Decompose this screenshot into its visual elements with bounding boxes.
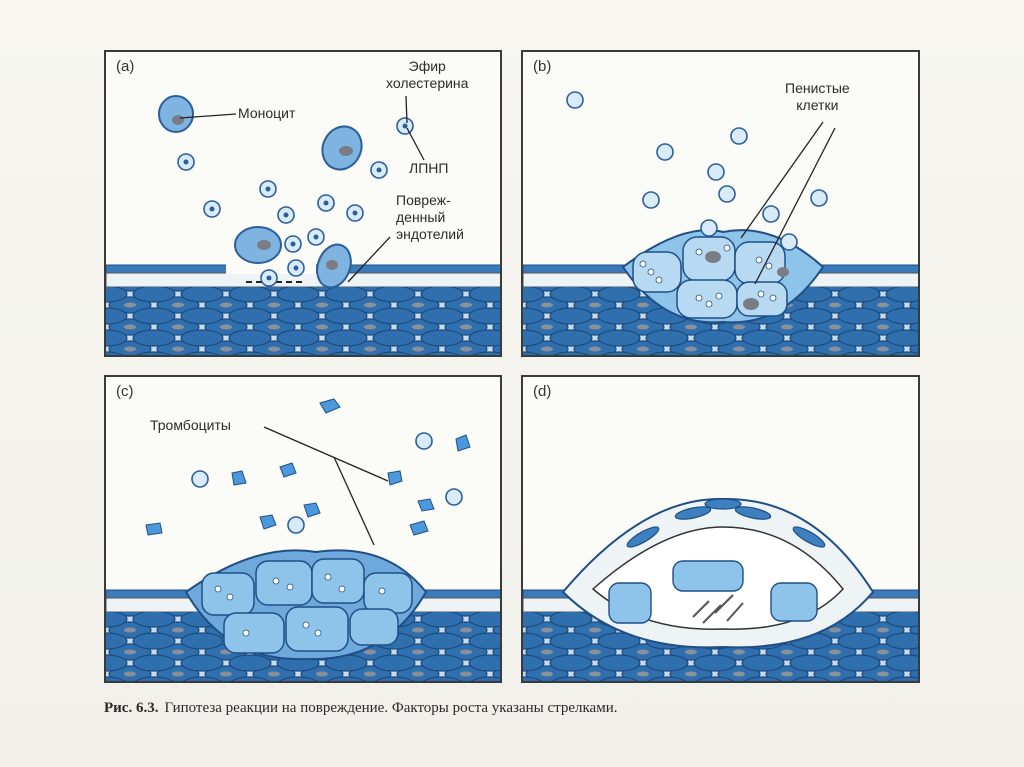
monocyte-cell xyxy=(321,125,363,171)
basement-layer xyxy=(106,272,500,288)
figure-caption: Рис. 6.3. Гипотеза реакции на повреждение… xyxy=(104,700,924,717)
panel-c-illustration xyxy=(106,398,500,681)
panel-a-tag: (a) xyxy=(116,58,135,75)
panel-d: (d) xyxy=(521,375,920,683)
foam-cells xyxy=(608,560,818,624)
smooth-muscle-cells xyxy=(626,498,826,548)
label-ldl: ЛПНП xyxy=(409,160,449,176)
lipid-droplets xyxy=(639,244,777,308)
caption-text: Гипотеза реакции на повреждение. Факторы… xyxy=(164,700,618,716)
lipid-droplets xyxy=(214,573,386,637)
ldl-particles xyxy=(191,432,463,534)
panel-b: (b) Пенистые клетки xyxy=(521,50,920,357)
panel-c: (c) Тромбоциты xyxy=(104,375,502,683)
label-damaged-endothelium: Повреж- денный эндотелий xyxy=(396,192,464,242)
panel-c-tag: (c) xyxy=(116,383,134,400)
monocyte-cell xyxy=(316,243,352,289)
tissue-layer xyxy=(106,287,500,355)
label-monocyte: Моноцит xyxy=(238,105,296,121)
cholesterol-crystals xyxy=(692,594,744,624)
caption-label: Рис. 6.3. xyxy=(104,700,159,716)
monocyte-cell xyxy=(158,95,194,133)
foam-cells xyxy=(201,558,413,654)
monocyte-cell xyxy=(234,226,282,264)
label-platelets: Тромбоциты xyxy=(150,417,231,433)
panel-d-illustration xyxy=(523,497,918,681)
panel-a: (a) Моноцит Эфир холестерина ЛПНП Повреж… xyxy=(104,50,502,357)
panel-a-illustration xyxy=(106,95,500,355)
ldl-particles xyxy=(566,91,828,251)
panel-b-tag: (b) xyxy=(533,58,552,75)
ldl-cores xyxy=(183,123,408,281)
platelets xyxy=(145,398,471,536)
panel-d-tag: (d) xyxy=(533,383,552,400)
foam-nuclei xyxy=(705,251,789,310)
label-foam-cells: Пенистые клетки xyxy=(785,80,850,113)
ldl-particles xyxy=(177,117,414,287)
label-cholesterol-ester: Эфир холестерина xyxy=(386,58,469,91)
panel-b-illustration xyxy=(523,91,918,355)
